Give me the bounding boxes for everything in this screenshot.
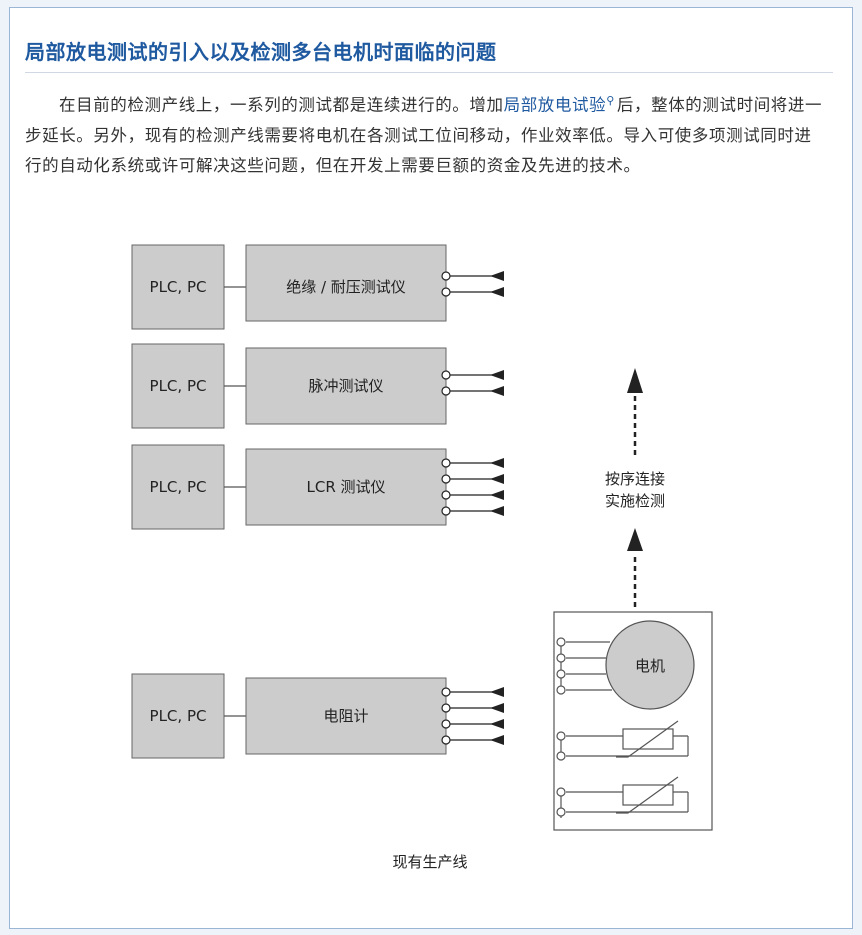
thermistor-element [556, 776, 689, 817]
motor-circle [605, 620, 695, 710]
article-heading: 局部放电测试的引入以及检测多台电机时面临的问题 [25, 40, 497, 64]
plc-pc-box [131, 343, 225, 429]
plc-pc-label: PLC, PC [150, 707, 207, 725]
plc-pc-label: PLC, PC [150, 377, 207, 395]
station-impulse: PLC, PC 脉冲测试仪 [131, 343, 504, 429]
instrument-label: 电阻计 [323, 707, 368, 725]
plc-pc-box [131, 244, 225, 330]
instrument-label: 脉冲测试仪 [308, 377, 383, 395]
paragraph-text-start: 在目前的检测产线上，一系列的测试都是连续进行的。增加 [59, 95, 504, 115]
plc-pc-box [131, 673, 225, 759]
plc-pc-label: PLC, PC [150, 478, 207, 496]
flow-label-line1: 按序连接 [605, 470, 665, 488]
station-resistance: PLC, PC 电阻计 [131, 673, 504, 759]
instrument-box [245, 244, 447, 322]
plc-pc-box [131, 444, 225, 530]
instrument-box [245, 677, 447, 755]
flow-label-line2: 实施检测 [605, 492, 665, 510]
diagram-caption: 现有生产线 [392, 853, 467, 871]
motor-label: 电机 [635, 657, 665, 675]
partial-discharge-link[interactable]: 局部放电试验 [503, 95, 607, 115]
search-icon[interactable]: ⚲ [606, 94, 615, 107]
thermistor-element [556, 720, 689, 761]
instrument-box [245, 448, 447, 526]
article-paragraph: 在目前的检测产线上，一系列的测试都是连续进行的。增加局部放电试验⚲后，整体的测试… [25, 86, 825, 181]
flow-arrow-upper [627, 368, 643, 455]
plc-pc-label: PLC, PC [150, 278, 207, 296]
motor-unit: 电机 [553, 611, 713, 831]
heading-divider [25, 72, 833, 73]
paragraph-text-end: 后，整体的测试时间将进一步延长。另外，现有的检测产线需要将电机在各测试工位间移动… [25, 95, 823, 175]
flow-arrow-lower [627, 528, 643, 607]
station-lcr: PLC, PC LCR 测试仪 [131, 444, 504, 530]
instrument-label: LCR 测试仪 [306, 478, 385, 496]
instrument-label: 绝缘 / 耐压测试仪 [286, 278, 406, 296]
station-insulation: PLC, PC 绝缘 / 耐压测试仪 [131, 244, 504, 330]
instrument-box [245, 347, 447, 425]
